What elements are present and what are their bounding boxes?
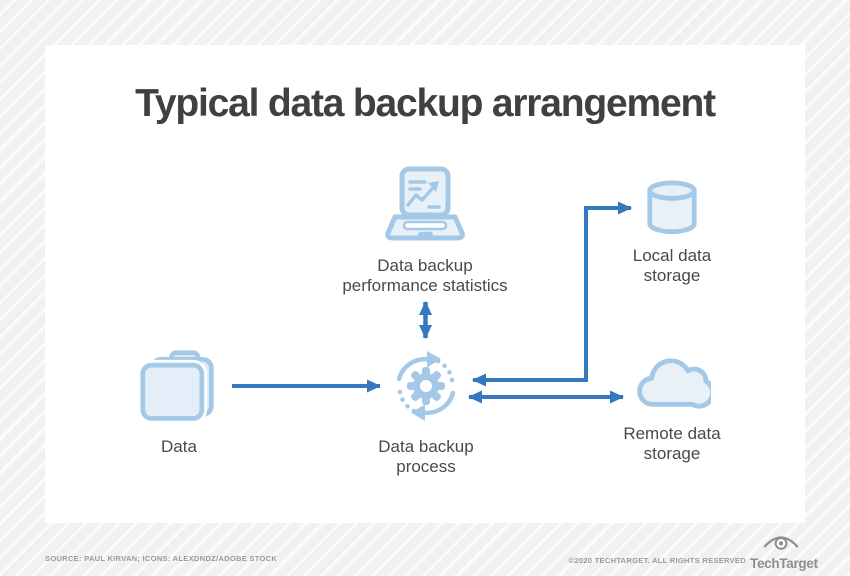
footer-copyright: ©2020 TECHTARGET. ALL RIGHTS RESERVED <box>568 556 746 565</box>
node-label-performance-statistics: Data backup performance statistics <box>342 256 508 295</box>
node-backup-process: Data backup process <box>378 346 474 477</box>
footer-source-credit: SOURCE: PAUL KIRVAN; ICONS: ALEXDNDZ/ADO… <box>45 554 278 563</box>
node-remote-data-storage: Remote data storage <box>608 354 736 464</box>
gear-sync-icon <box>396 351 456 421</box>
node-data: Data <box>136 348 222 457</box>
techtarget-logo: TechTarget <box>750 533 818 571</box>
node-label-local-data-storage: Local data storage <box>632 246 712 285</box>
diagram-card <box>45 45 805 523</box>
node-label-data: Data <box>161 437 197 456</box>
page-title: Typical data backup arrangement <box>135 82 716 125</box>
techtarget-wordmark: TechTarget <box>750 556 818 571</box>
cloud-icon <box>637 358 715 409</box>
laptop-chart-icon <box>385 166 465 241</box>
node-local-data-storage: Local data storage <box>612 178 732 286</box>
node-label-remote-data-storage: Remote data storage <box>623 424 721 463</box>
node-label-backup-process: Data backup process <box>378 437 474 476</box>
database-cylinder-icon <box>647 180 697 235</box>
eye-icon <box>763 536 799 550</box>
node-performance-statistics: Data backup performance statistics <box>342 166 508 296</box>
folder-icon <box>137 350 214 424</box>
